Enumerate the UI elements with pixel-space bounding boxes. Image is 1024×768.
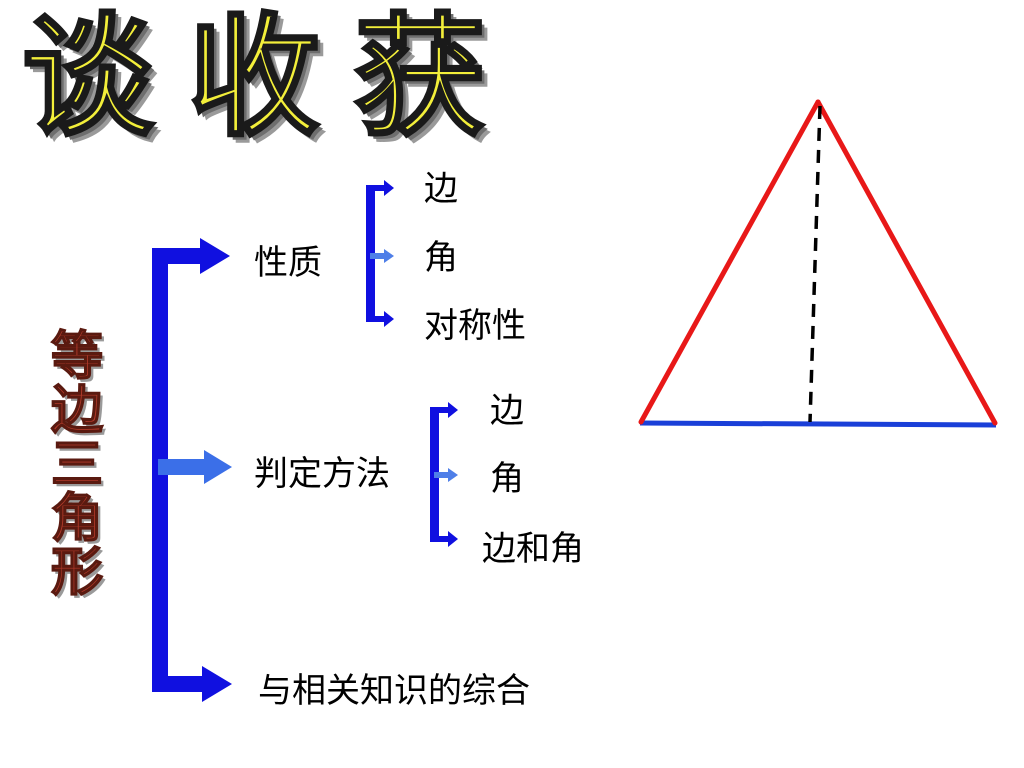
properties-arrow-top (384, 180, 394, 196)
properties-bracket-mid (370, 253, 386, 259)
criteria-item-side-and-angle: 边和角 (482, 529, 584, 569)
properties-arrow-bottom (384, 311, 394, 327)
topic-vertical-title: 等 边 三 角 形 (42, 326, 112, 603)
criteria-arrow-mid (448, 468, 458, 482)
main-bracket-top-stub (152, 248, 202, 264)
criteria-label: 判定方法 (254, 454, 390, 494)
synthesis-label: 与相关知识的综合 (258, 671, 530, 711)
properties-arrow-mid (384, 249, 394, 263)
properties-bracket-top (366, 185, 386, 191)
arrow-to-criteria (204, 450, 232, 484)
topic-char: 等 (50, 326, 104, 387)
triangle-altitude (808, 105, 822, 423)
main-bracket-middle-stub (158, 459, 206, 475)
topic-char: 边 (50, 380, 104, 441)
page-title: 谈收获 (21, 0, 520, 155)
properties-item-angle: 角 (424, 238, 458, 278)
criteria-item-side: 边 (490, 391, 524, 431)
main-bracket-bottom-stub (152, 676, 204, 692)
properties-label: 性质 (254, 243, 322, 283)
criteria-item-angle: 角 (490, 459, 524, 499)
properties-item-symmetry: 对称性 (424, 306, 526, 346)
arrow-to-synthesis (202, 666, 232, 702)
criteria-arrow-bottom (448, 531, 458, 547)
topic-char: 角 (50, 488, 104, 549)
criteria-bracket-top (430, 407, 450, 413)
properties-item-side: 边 (424, 169, 458, 209)
topic-char: 三 (50, 434, 104, 495)
properties-bracket-bottom (366, 316, 386, 322)
criteria-bracket-bottom (430, 536, 450, 542)
topic-char: 形 (50, 542, 104, 603)
criteria-bracket-mid (434, 472, 450, 478)
criteria-arrow-top (448, 402, 458, 418)
arrow-to-properties (200, 238, 230, 274)
triangle-base (639, 420, 997, 428)
triangle-left-side (638, 99, 821, 425)
triangle-right-side (815, 99, 998, 426)
